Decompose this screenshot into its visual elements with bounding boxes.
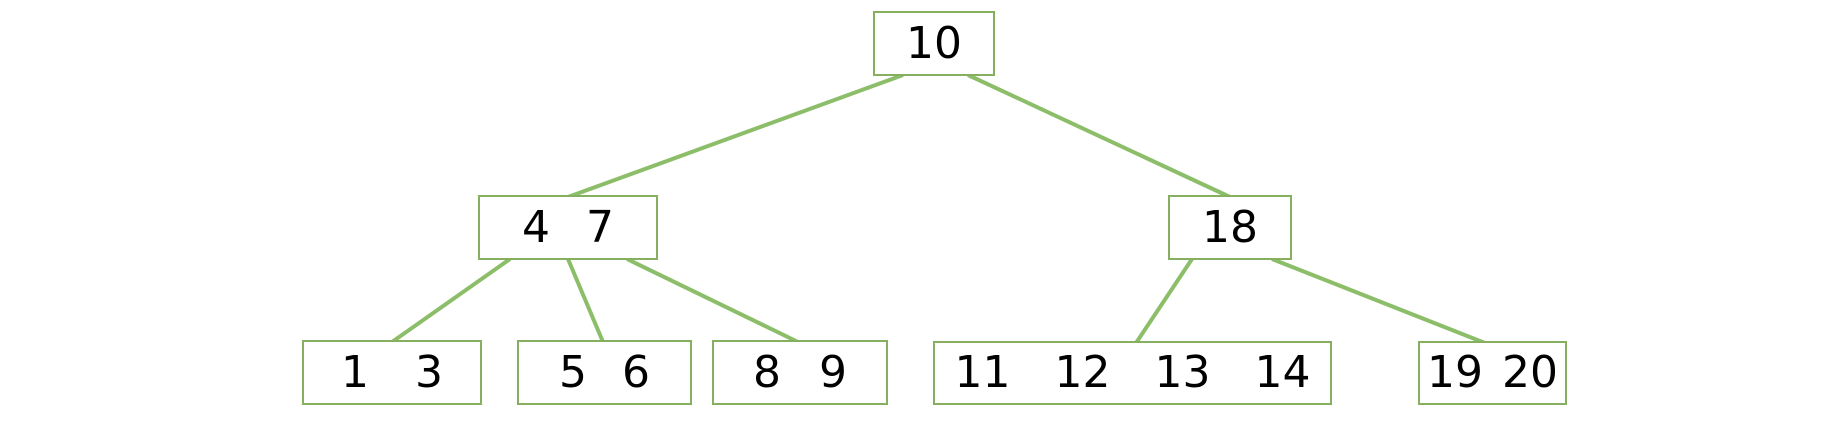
tree-edge-root-to-4-7 <box>567 73 904 199</box>
btree-node-8-9: 8 9 <box>712 340 888 405</box>
btree-node-5-6: 5 6 <box>517 340 692 405</box>
tree-edge-root-to-18 <box>967 73 1231 199</box>
tree-edge-4-7-to-8-9 <box>626 257 799 344</box>
btree-node-root: 10 <box>873 11 995 76</box>
btree-node-1-3: 1 3 <box>302 340 482 405</box>
btree-node-19-20: 19 20 <box>1418 341 1567 405</box>
btree-node-18: 18 <box>1168 195 1292 260</box>
tree-edge-18-to-19-20 <box>1271 257 1486 345</box>
tree-edge-18-to-11-12-13-14 <box>1134 257 1194 345</box>
btree-node-4-7: 4 7 <box>478 195 658 260</box>
tree-edge-4-7-to-1-3 <box>390 257 512 344</box>
btree-node-11-12-13-14: 11 12 13 14 <box>933 341 1332 405</box>
tree-edge-4-7-to-5-6 <box>566 258 605 343</box>
